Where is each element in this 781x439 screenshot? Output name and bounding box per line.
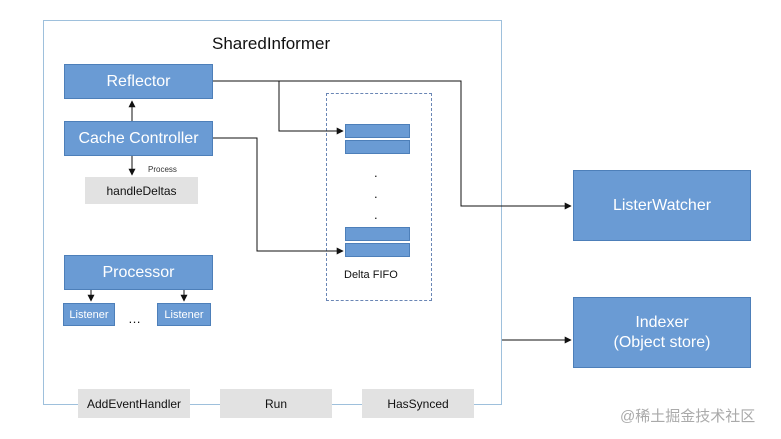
watermark: @稀土掘金技术社区 <box>620 408 756 425</box>
has-synced-label: HasSynced <box>387 396 449 411</box>
fifo-dot: . <box>374 186 378 201</box>
processor-label: Processor <box>102 263 175 281</box>
fifo-dot: . <box>374 165 378 180</box>
fifo-dot: . <box>374 207 378 222</box>
reflector-label: Reflector <box>106 72 171 90</box>
listener-label: Listener <box>69 308 109 321</box>
indexer-label: Indexer <box>635 313 689 331</box>
reflector-box: Reflector <box>64 64 213 99</box>
lister-watcher-box: ListerWatcher <box>573 170 751 241</box>
lister-watcher-label: ListerWatcher <box>612 196 712 214</box>
listener-label: Listener <box>164 308 204 321</box>
process-label: Process <box>148 165 177 174</box>
fifo-slot <box>345 140 410 154</box>
shared-informer-title: SharedInformer <box>212 34 331 53</box>
handle-deltas-box: handleDeltas <box>85 177 198 204</box>
listener-box: Listener <box>63 303 115 326</box>
cache-controller-box: Cache Controller <box>64 121 213 156</box>
indexer-sublabel: (Object store) <box>613 333 711 351</box>
processor-box: Processor <box>64 255 213 290</box>
add-event-handler-method: AddEventHandler <box>78 389 190 418</box>
handle-deltas-label: handleDeltas <box>106 183 177 198</box>
fifo-slot <box>345 243 410 257</box>
cache-controller-label: Cache Controller <box>78 129 199 147</box>
listener-box: Listener <box>157 303 211 326</box>
listener-ellipsis: … <box>128 311 141 326</box>
indexer-box: Indexer (Object store) <box>573 297 751 368</box>
has-synced-method: HasSynced <box>362 389 474 418</box>
fifo-slot <box>345 227 410 241</box>
run-label: Run <box>264 396 287 411</box>
run-method: Run <box>220 389 332 418</box>
delta-fifo-label: Delta FIFO <box>344 269 398 281</box>
add-event-handler-label: AddEventHandler <box>86 396 182 411</box>
fifo-slot <box>345 124 410 138</box>
